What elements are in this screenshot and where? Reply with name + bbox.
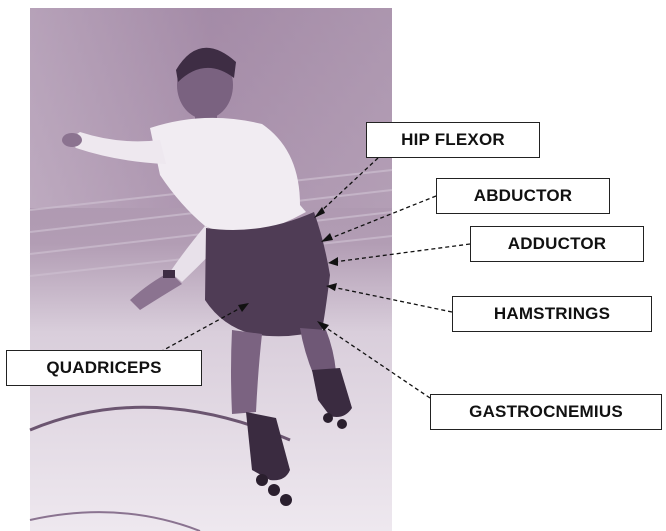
label-quadriceps: QUADRICEPS <box>6 350 202 386</box>
label-hip-flexor: HIP FLEXOR <box>366 122 540 158</box>
label-adductor: ADDUCTOR <box>470 226 644 262</box>
label-gastrocnemius: GASTROCNEMIUS <box>430 394 662 430</box>
label-hamstrings: HAMSTRINGS <box>452 296 652 332</box>
label-abductor: ABDUCTOR <box>436 178 610 214</box>
